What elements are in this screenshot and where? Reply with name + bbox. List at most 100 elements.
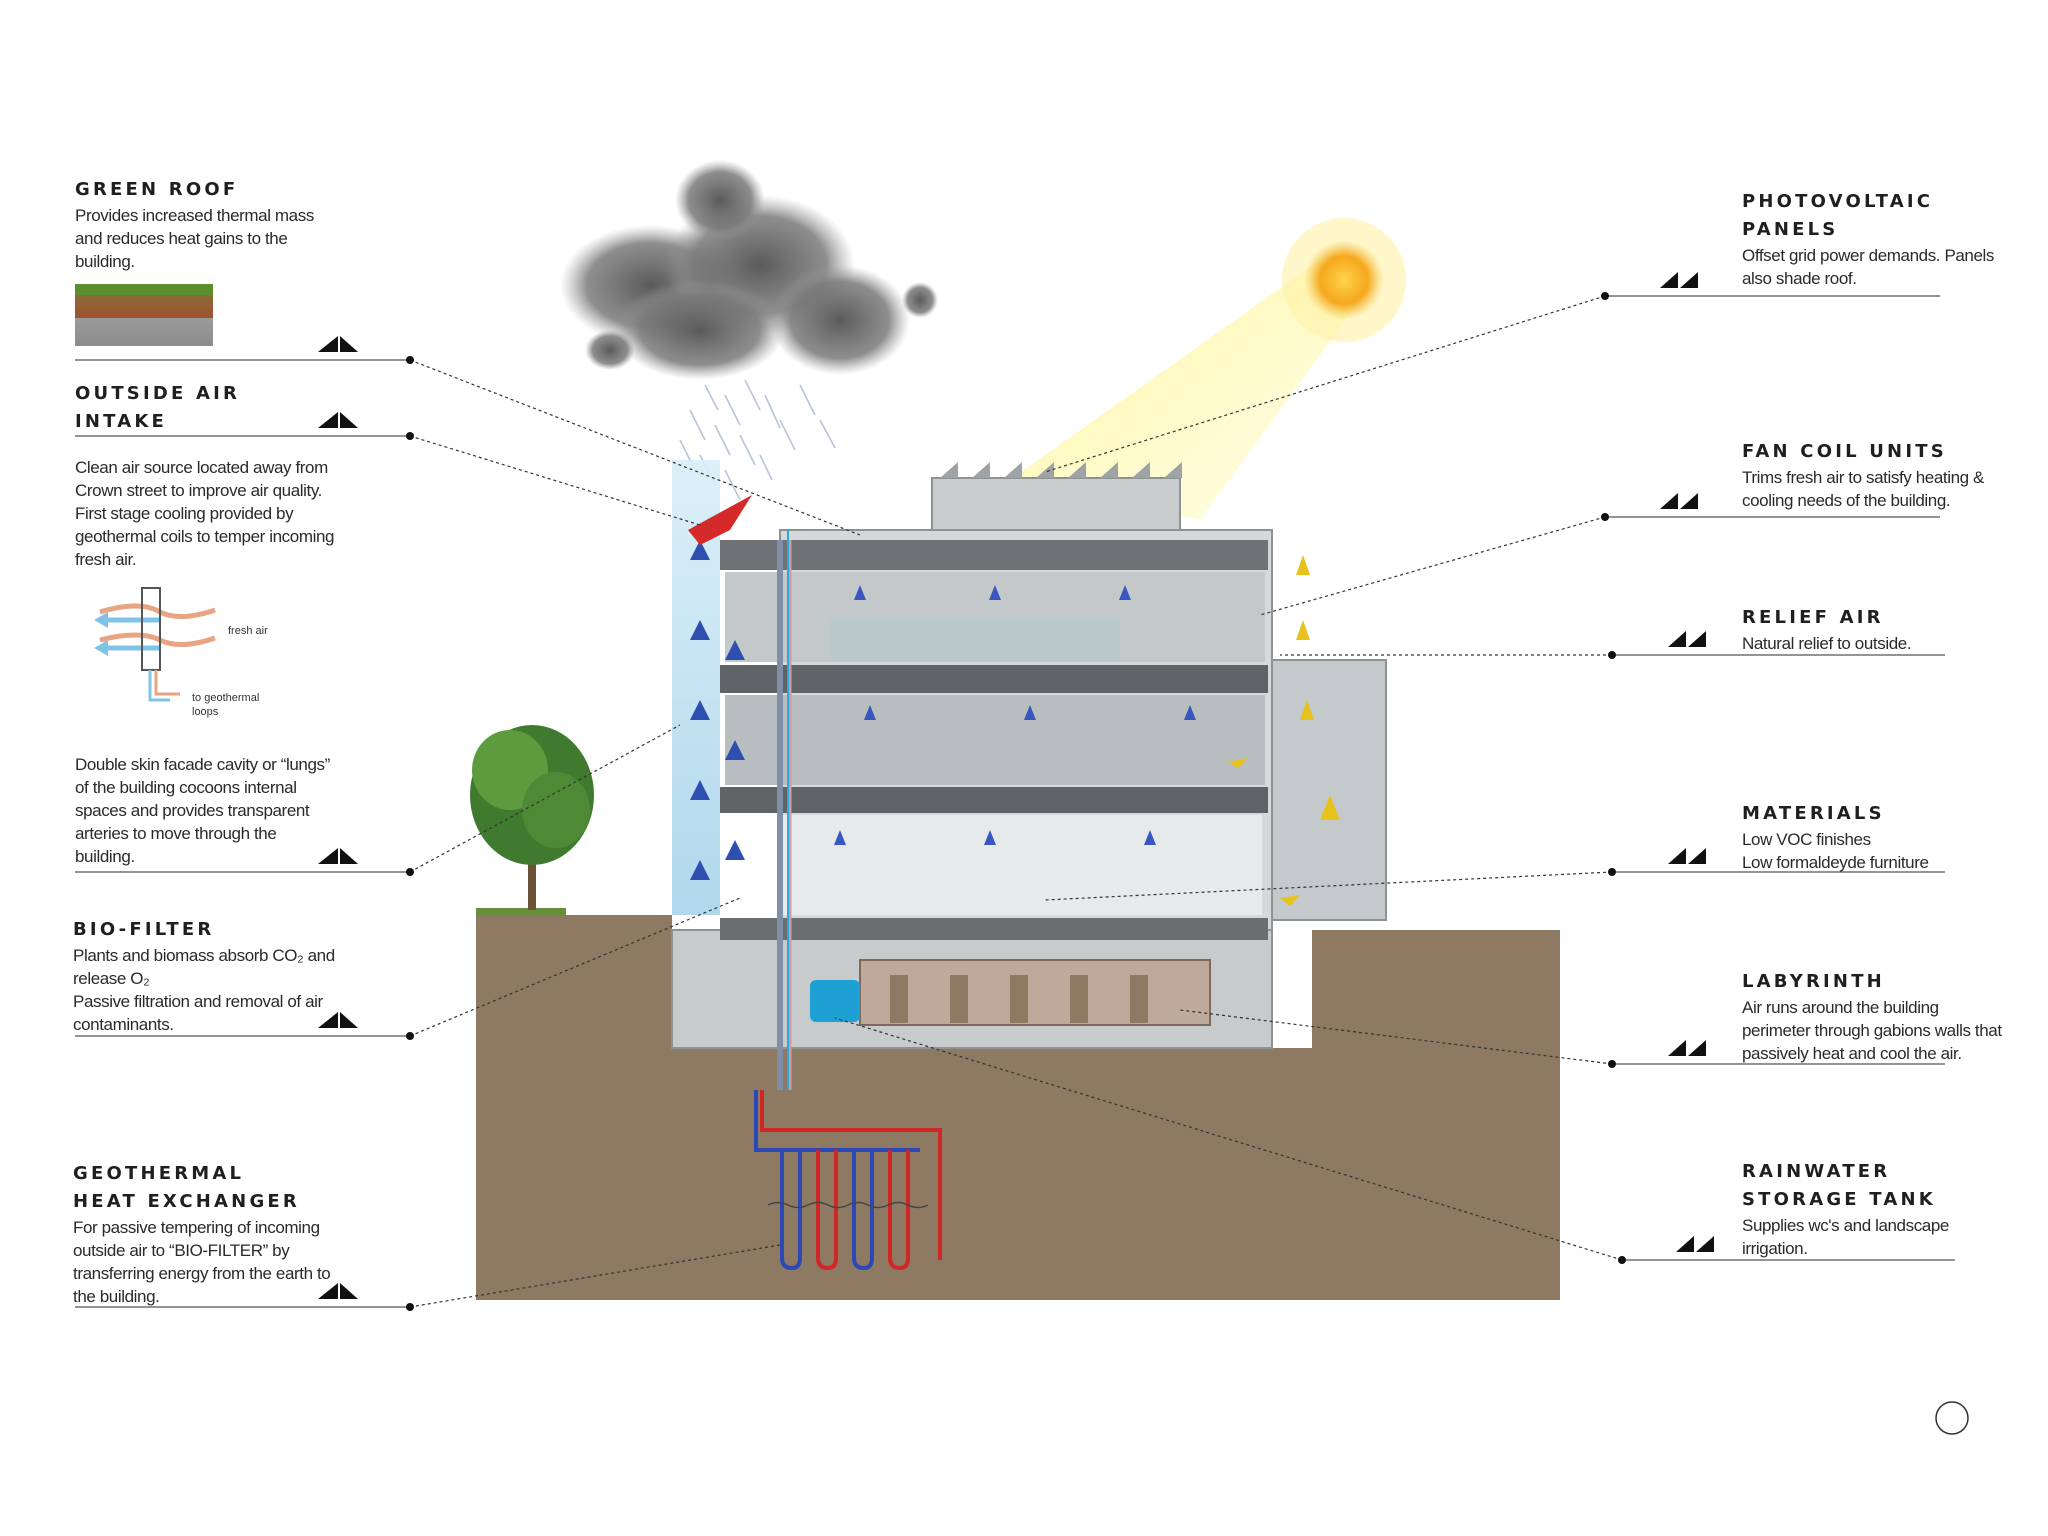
body-line: transferring energy from the earth to xyxy=(73,1264,331,1283)
fresh-air-label: fresh air xyxy=(228,625,268,637)
body-line: outside air to “BIO-FILTER” by xyxy=(73,1241,290,1260)
body-line: building. xyxy=(75,847,135,866)
title-line: OUTSIDE AIR xyxy=(75,383,241,404)
title-line: FAN COIL UNITS xyxy=(1742,441,1947,462)
body-line: of the building cocoons internal xyxy=(75,778,297,797)
callout-fan-coil-units: FAN COIL UNITS Trims fresh air to satisf… xyxy=(1742,438,2042,512)
title-line: PHOTOVOLTAIC xyxy=(1742,191,1934,212)
title-line: RELIEF AIR xyxy=(1742,607,1884,628)
callout-title: PHOTOVOLTAIC PANELS xyxy=(1742,188,2042,244)
body-line: Offset grid power demands. Panels xyxy=(1742,246,1995,265)
body-line: passively heat and cool the air. xyxy=(1742,1044,1962,1063)
sunlight-beam xyxy=(1010,260,1360,520)
body-line: and reduces heat gains to the xyxy=(75,229,288,248)
body-line: Clean air source located away from xyxy=(75,458,328,477)
relief-air-arrows xyxy=(1228,555,1340,906)
callout-double-skin-facade: Double skin facade cavity or “lungs” of … xyxy=(75,753,395,868)
supply-air-arrows xyxy=(834,585,1196,845)
body-line: Plants and biomass absorb CO₂ and xyxy=(73,946,335,965)
tree-icon xyxy=(470,725,594,910)
callout-materials: MATERIALS Low VOC finishes Low formaldey… xyxy=(1742,800,2042,874)
body-line: spaces and provides transparent xyxy=(75,801,310,820)
body-line: Supplies wc's and landscape xyxy=(1742,1216,1949,1235)
body-line: release O₂ xyxy=(73,969,150,988)
intake-mini-diagram xyxy=(94,587,216,702)
body-line: Low VOC finishes xyxy=(1742,830,1871,849)
body-line: geothermal coils to temper incoming xyxy=(75,527,335,546)
callout-body: Trims fresh air to satisfy heating & coo… xyxy=(1742,466,2042,512)
body-line: building. xyxy=(75,252,135,271)
body-line: Passive filtration and removal of air xyxy=(73,992,323,1011)
body-line: First stage cooling provided by xyxy=(75,504,294,523)
callout-title: OUTSIDE AIR INTAKE xyxy=(75,380,375,436)
callout-body: For passive tempering of incoming outsid… xyxy=(73,1216,393,1308)
body-line: Provides increased thermal mass xyxy=(75,206,314,225)
body-line: contaminants. xyxy=(73,1015,174,1034)
callout-geothermal-heat-exchanger: GEOTHERMAL HEAT EXCHANGER For passive te… xyxy=(73,1160,393,1308)
loops-label: loops xyxy=(192,706,219,718)
sun-icon xyxy=(1282,218,1406,342)
intake-arrow-icon xyxy=(688,495,752,545)
rainwater-tank xyxy=(810,980,860,1022)
callout-body: Offset grid power demands. Panels also s… xyxy=(1742,244,2042,290)
callout-body: Supplies wc's and landscape irrigation. xyxy=(1742,1214,2042,1260)
photovoltaic-panels xyxy=(940,462,1182,478)
callout-rainwater-storage-tank: RAINWATER STORAGE TANK Supplies wc's and… xyxy=(1742,1158,2042,1260)
callout-body: Provides increased thermal mass and redu… xyxy=(75,204,375,273)
callout-rules xyxy=(75,295,1955,1308)
body-line: Double skin facade cavity or “lungs” xyxy=(75,755,330,774)
building-section xyxy=(671,460,1387,1090)
double-triangle-icons xyxy=(318,272,1714,1299)
body-line: Crown street to improve air quality. xyxy=(75,481,322,500)
callout-body: Plants and biomass absorb CO₂ and releas… xyxy=(73,944,393,1036)
callout-title: BIO-FILTER xyxy=(73,916,393,944)
title-line: MATERIALS xyxy=(1742,803,1885,824)
leader-dots xyxy=(406,292,1626,1311)
title-line: LABYRINTH xyxy=(1742,971,1885,992)
double-skin-cavity xyxy=(672,460,720,915)
callout-title: GREEN ROOF xyxy=(75,176,375,204)
body-line: Low formaldeyde furniture xyxy=(1742,853,1929,872)
title-line: GREEN ROOF xyxy=(75,179,239,200)
callout-title: GEOTHERMAL HEAT EXCHANGER xyxy=(73,1160,393,1216)
callout-body: Natural relief to outside. xyxy=(1742,632,2042,655)
callout-body: Double skin facade cavity or “lungs” of … xyxy=(75,753,395,868)
callout-title: MATERIALS xyxy=(1742,800,2042,828)
body-line: Air runs around the building xyxy=(1742,998,1939,1017)
title-line: PANELS xyxy=(1742,219,1839,240)
callout-outside-air-intake: OUTSIDE AIR INTAKE xyxy=(75,380,375,436)
body-line: fresh air. xyxy=(75,550,137,569)
callout-title: LABYRINTH xyxy=(1742,968,2042,996)
geothermal-loops xyxy=(754,1090,942,1271)
callout-photovoltaic-panels: PHOTOVOLTAIC PANELS Offset grid power de… xyxy=(1742,188,2042,290)
grass-strip xyxy=(476,908,566,916)
callout-title: RAINWATER STORAGE TANK xyxy=(1742,1158,2042,1214)
page-corner-circle-icon xyxy=(1935,1401,1969,1435)
cavity-air-arrows xyxy=(690,540,745,880)
callout-body: Air runs around the building perimeter t… xyxy=(1742,996,2042,1065)
body-line: Natural relief to outside. xyxy=(1742,634,1912,653)
callout-title: FAN COIL UNITS xyxy=(1742,438,2042,466)
body-line: For passive tempering of incoming xyxy=(73,1218,320,1237)
callout-relief-air: RELIEF AIR Natural relief to outside. xyxy=(1742,604,2042,655)
title-line: BIO-FILTER xyxy=(73,919,215,940)
callout-body: Low VOC finishes Low formaldeyde furnitu… xyxy=(1742,828,2042,874)
callout-title: RELIEF AIR xyxy=(1742,604,2042,632)
callout-labyrinth: LABYRINTH Air runs around the building p… xyxy=(1742,968,2042,1065)
callout-body: Clean air source located away from Crown… xyxy=(75,456,395,571)
callout-intake-description: Clean air source located away from Crown… xyxy=(75,456,395,571)
to-geothermal-label: to geothermal xyxy=(192,692,260,704)
body-line: arteries to move through the xyxy=(75,824,277,843)
leader-lines xyxy=(409,295,1623,1308)
title-line: INTAKE xyxy=(75,411,168,432)
title-line: HEAT EXCHANGER xyxy=(73,1191,300,1212)
body-line: irrigation. xyxy=(1742,1239,1808,1258)
title-line: RAINWATER xyxy=(1742,1161,1891,1182)
callout-bio-filter: BIO-FILTER Plants and biomass absorb CO₂… xyxy=(73,916,393,1036)
body-line: cooling needs of the building. xyxy=(1742,491,1951,510)
callout-green-roof: GREEN ROOF Provides increased thermal ma… xyxy=(75,176,375,273)
body-line: perimeter through gabions walls that xyxy=(1742,1021,2002,1040)
body-line: also shade roof. xyxy=(1742,269,1857,288)
rain-cloud-icon xyxy=(560,160,938,380)
